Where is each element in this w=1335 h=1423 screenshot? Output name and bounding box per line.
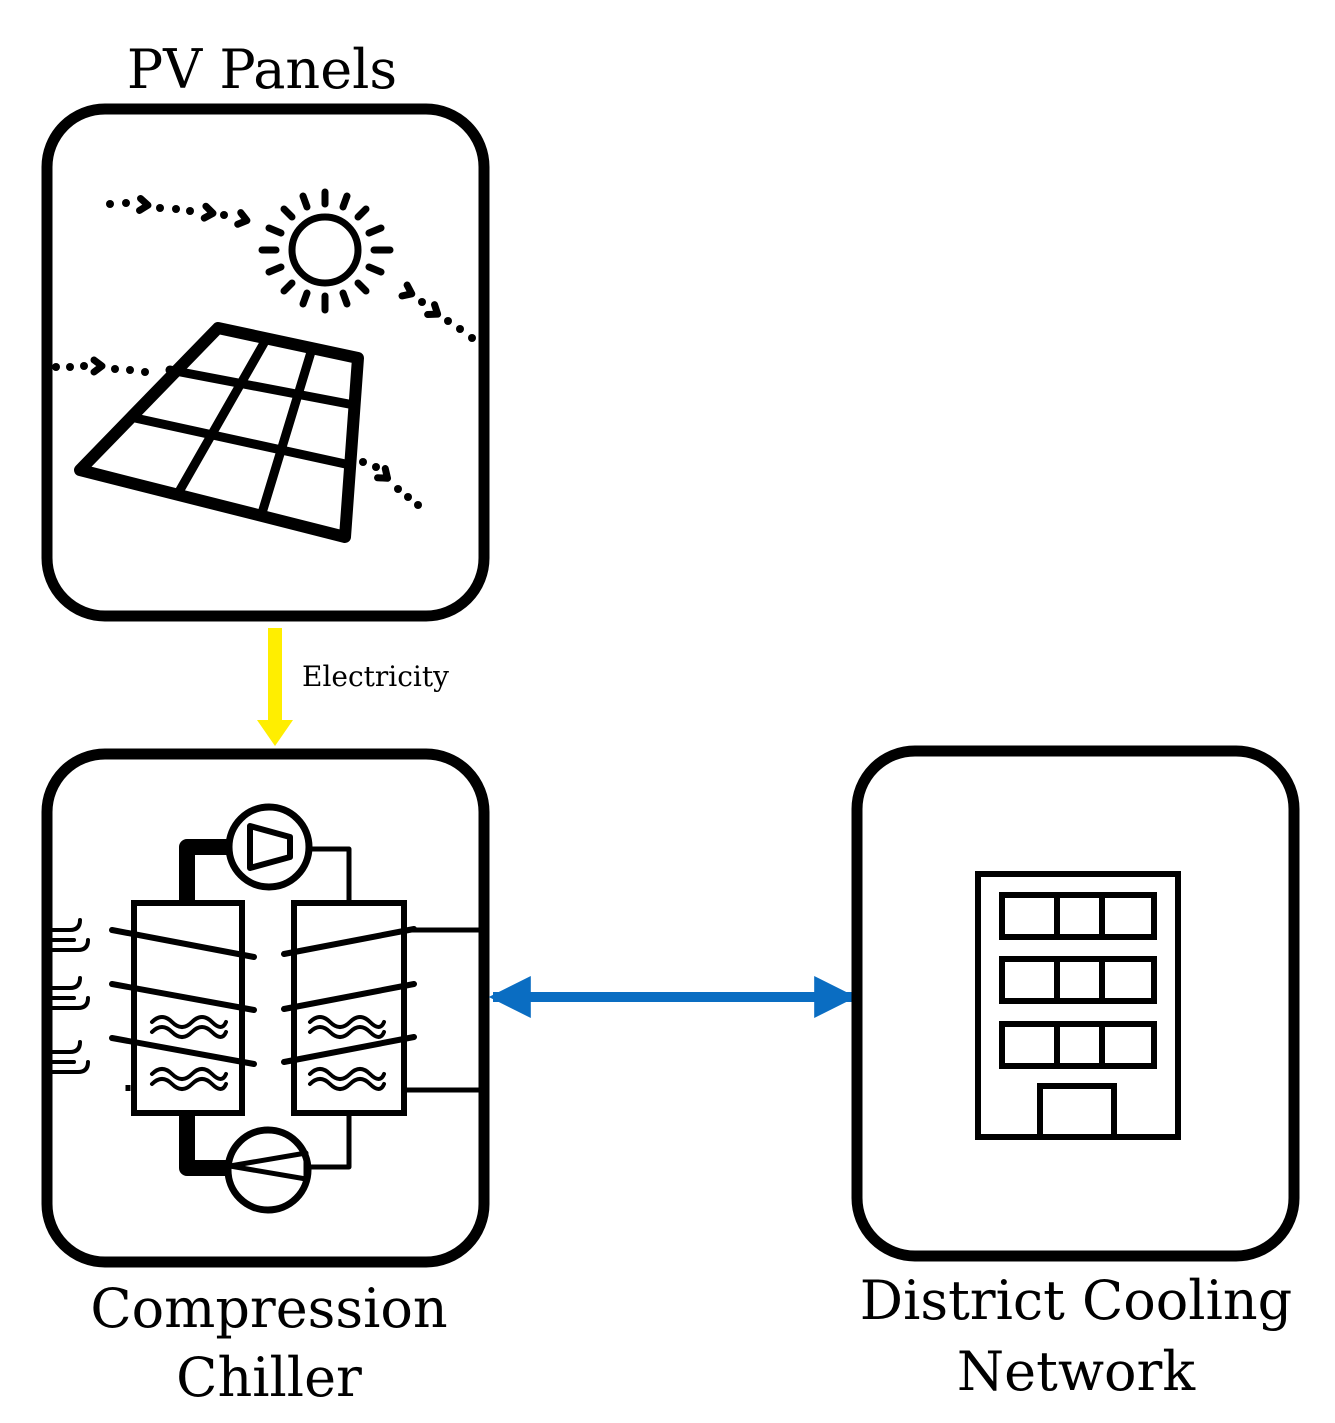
compression-chiller-node: Compression Chiller xyxy=(41,748,490,1409)
solar-panel-icon xyxy=(74,322,364,543)
district-cooling-label-line1: District Cooling xyxy=(860,1269,1292,1332)
light-ray-top xyxy=(106,198,248,226)
condenser-icon xyxy=(109,900,257,1116)
pv-panels-node: PV Panels xyxy=(41,38,490,622)
sun-icon xyxy=(258,188,394,314)
compression-chiller-label-line1: Compression xyxy=(90,1277,447,1340)
district-cooling-node: District Cooling Network xyxy=(851,745,1300,1403)
expansion-valve-icon xyxy=(224,1126,312,1214)
light-ray-reflected xyxy=(402,285,476,342)
electricity-flow-arrow: Electricity xyxy=(257,628,449,746)
pv-panels-label: PV Panels xyxy=(127,38,397,101)
compression-chiller-icon xyxy=(44,803,484,1214)
compression-chiller-box xyxy=(41,748,490,1268)
compressor-icon xyxy=(225,803,313,891)
evaporator-icon xyxy=(281,900,417,1116)
district-cooling-label-line2: Network xyxy=(957,1340,1196,1403)
pv-panels-box xyxy=(41,103,490,622)
solar-panel-sun-icon xyxy=(52,188,476,543)
compression-chiller-label-line2: Chiller xyxy=(176,1346,362,1409)
light-ray-left xyxy=(52,360,149,376)
building-icon xyxy=(975,871,1181,1140)
electricity-label: Electricity xyxy=(302,660,449,693)
light-ray-bottom xyxy=(359,458,422,509)
